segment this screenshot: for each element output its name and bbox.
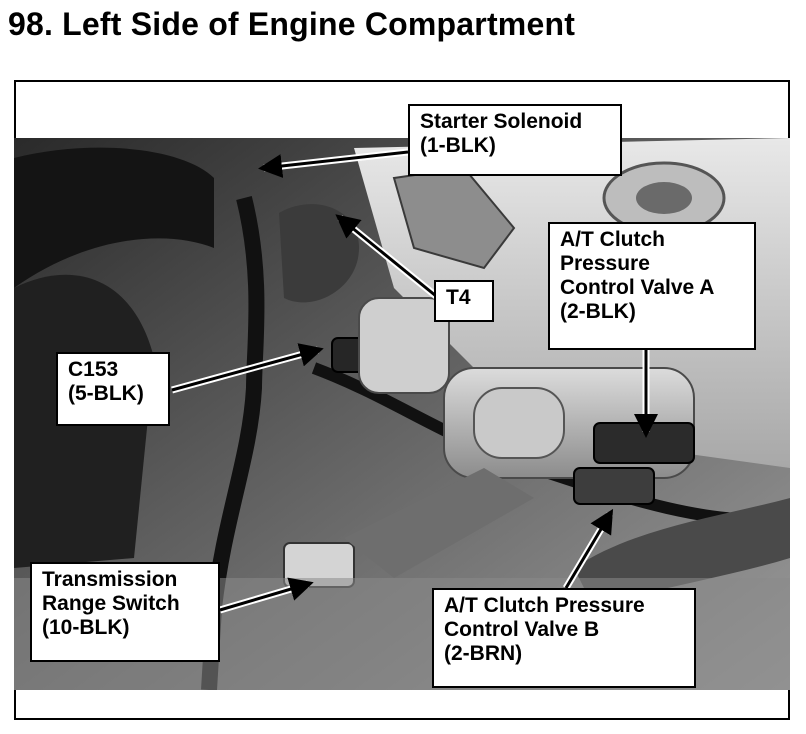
callout-line: Control Valve A — [560, 276, 715, 299]
callout-range-switch: Transmission Range Switch (10-BLK) — [30, 562, 220, 662]
callout-line: (2-BRN) — [444, 642, 523, 665]
callout-starter-solenoid: Starter Solenoid (1-BLK) — [408, 104, 622, 176]
callout-at-valve-b: A/T Clutch Pressure Control Valve B (2-B… — [432, 588, 696, 688]
callout-at-valve-a: A/T Clutch Pressure Control Valve A (2-B… — [548, 222, 756, 350]
callout-c153: C153 (5-BLK) — [56, 352, 170, 426]
callout-line: Pressure — [560, 252, 650, 275]
valve-b-connector — [573, 467, 655, 505]
radiator-hose — [14, 147, 214, 288]
callout-t4: T4 — [434, 280, 494, 322]
callout-line: (5-BLK) — [68, 382, 144, 405]
callout-line: (1-BLK) — [420, 134, 496, 157]
callout-line: T4 — [446, 286, 471, 309]
callout-line: Range Switch — [42, 592, 180, 615]
page-title: 98. Left Side of Engine Compartment — [8, 6, 576, 42]
callout-line: (10-BLK) — [42, 616, 130, 639]
callout-line: A/T Clutch — [560, 228, 665, 251]
callout-line: (2-BLK) — [560, 300, 636, 323]
valve-a-connector — [593, 422, 695, 464]
callout-line: A/T Clutch Pressure — [444, 594, 645, 617]
callout-line: Transmission — [42, 568, 178, 591]
valve-cylinder — [473, 387, 565, 459]
callout-line: C153 — [68, 358, 119, 381]
callout-line: Starter Solenoid — [420, 110, 583, 133]
wire-harness — [201, 196, 265, 690]
callout-line: Control Valve B — [444, 618, 600, 641]
shift-linkage — [344, 468, 534, 578]
flange-hole — [636, 182, 692, 214]
